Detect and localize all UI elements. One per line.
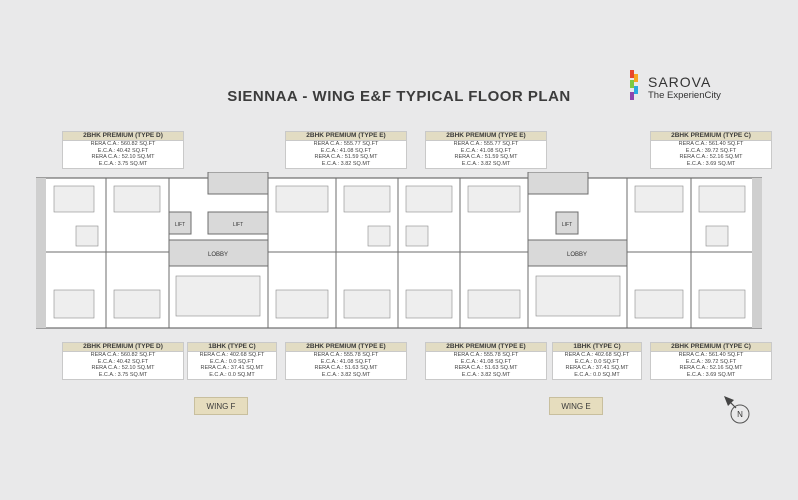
unit-card-line: RERA C.A.: 555.78 SQ.FT [313,352,379,358]
unit-card-line: E.C.A.: 41.08 SQ.FT [320,147,372,154]
unit-card-line: RERA C.A.: 51.59 SQ.MT [314,154,378,161]
lobby-label: LOBBY [208,252,228,258]
lobby-left [168,239,269,267]
unit-card-top-2: 2BHK PREMIUM (TYPE E) RERA C.A.: 555.77 … [285,131,407,169]
unit-card-line: E.C.A.: 3.69 SQ.MT [686,371,736,378]
unit-card-line: E.C.A.: 0.0 SQ.FT [209,358,255,365]
unit-card-line: E.C.A.: 3.69 SQ.MT [686,160,736,167]
lift-label: LIFT [175,222,185,228]
logo-name: SAROVA [648,74,712,90]
room-blocks [53,185,746,319]
brand-logo: SAROVA The ExperienCity [628,70,738,110]
unit-card-header: 2BHK PREMIUM (TYPE E) [426,343,546,352]
unit-card-header: 2BHK PREMIUM (TYPE D) [63,343,183,352]
unit-card-line: E.C.A.: 3.82 SQ.MT [321,160,371,167]
unit-card-line: E.C.A.: 41.08 SQ.FT [320,358,372,365]
unit-card-line: E.C.A.: 3.82 SQ.MT [461,160,511,167]
unit-card-header: 2BHK PREMIUM (TYPE D) [63,132,183,141]
unit-card-bottom-2: 1BHK (TYPE C) RERA C.A.: 402.68 SQ.FT E.… [187,342,277,380]
unit-card-bottom-3: 2BHK PREMIUM (TYPE E) RERA C.A.: 555.78 … [285,342,407,380]
unit-card-line: RERA C.A.: 560.82 SQ.FT [90,352,156,358]
wing-label-right: WING E [549,397,603,415]
unit-card-line: E.C.A.: 40.42 SQ.FT [97,358,149,365]
staircase-right [527,172,589,195]
unit-walls [46,178,752,328]
lift-label: LIFT [233,222,243,228]
unit-card-line: E.C.A.: 0.0 SQ.MT [574,371,620,378]
unit-card-line: E.C.A.: 3.75 SQ.MT [98,160,148,167]
unit-card-line: RERA C.A.: 52.16 SQ.MT [679,154,743,161]
unit-card-line: RERA C.A.: 37.41 SQ.MT [565,365,629,372]
unit-card-line: RERA C.A.: 52.10 SQ.MT [91,365,155,372]
floor-plan: LIFT LIFT LOBBY LIFT LOBBY [36,172,762,329]
staircase-left [207,172,269,195]
unit-card-header: 2BHK PREMIUM (TYPE E) [286,132,406,141]
unit-card-line: E.C.A.: 3.75 SQ.MT [98,371,148,378]
unit-card-line: RERA C.A.: 561.40 SQ.FT [678,141,744,147]
unit-card-line: RERA C.A.: 402.68 SQ.FT [199,352,265,358]
unit-card-bottom-5: 1BHK (TYPE C) RERA C.A.: 402.68 SQ.FT E.… [552,342,642,380]
unit-card-line: E.C.A.: 3.82 SQ.MT [461,371,511,378]
unit-card-bottom-1: 2BHK PREMIUM (TYPE D) RERA C.A.: 560.82 … [62,342,184,380]
unit-card-line: RERA C.A.: 52.16 SQ.MT [679,365,743,372]
lift-label: LIFT [562,222,572,228]
unit-card-header: 2BHK PREMIUM (TYPE C) [651,132,771,141]
unit-card-line: E.C.A.: 0.0 SQ.FT [574,358,620,365]
unit-card-top-4: 2BHK PREMIUM (TYPE C) RERA C.A.: 561.40 … [650,131,772,169]
unit-card-bottom-4: 2BHK PREMIUM (TYPE E) RERA C.A.: 555.78 … [425,342,547,380]
unit-card-header: 2BHK PREMIUM (TYPE E) [426,132,546,141]
unit-card-line: E.C.A.: 39.72 SQ.FT [685,147,737,154]
unit-card-line: RERA C.A.: 402.68 SQ.FT [564,352,630,358]
page-title: SIENNAA - WING E&F TYPICAL FLOOR PLAN [227,88,571,105]
unit-card-line: E.C.A.: 40.42 SQ.FT [97,147,149,154]
wing-label-left: WING F [194,397,248,415]
unit-card-line: RERA C.A.: 51.63 SQ.MT [314,365,378,372]
unit-card-header: 1BHK (TYPE C) [553,343,641,352]
compass-label: N [737,410,743,419]
logo-tagline: The ExperienCity [648,90,721,101]
unit-card-line: RERA C.A.: 555.78 SQ.FT [453,352,519,358]
unit-card-line: RERA C.A.: 51.59 SQ.MT [454,154,518,161]
unit-card-line: RERA C.A.: 51.63 SQ.MT [454,365,518,372]
unit-card-bottom-6: 2BHK PREMIUM (TYPE C) RERA C.A.: 561.40 … [650,342,772,380]
unit-card-top-3: 2BHK PREMIUM (TYPE E) RERA C.A.: 555.77 … [425,131,547,169]
unit-card-line: RERA C.A.: 37.41 SQ.MT [200,365,264,372]
balcony-left [36,178,46,328]
unit-card-line: E.C.A.: 3.82 SQ.MT [321,371,371,378]
unit-card-line: E.C.A.: 41.08 SQ.FT [460,147,512,154]
unit-card-line: RERA C.A.: 555.77 SQ.FT [313,141,379,147]
logo-mark-icon [630,70,638,100]
unit-card-line: E.C.A.: 0.0 SQ.MT [209,371,255,378]
unit-card-line: E.C.A.: 41.08 SQ.FT [460,358,512,365]
unit-card-line: RERA C.A.: 555.77 SQ.FT [453,141,519,147]
unit-card-line: RERA C.A.: 561.40 SQ.FT [678,352,744,358]
unit-card-header: 2BHK PREMIUM (TYPE E) [286,343,406,352]
lift-right-1 [555,211,579,235]
compass-icon: N [724,396,750,424]
balcony-right [752,178,762,328]
unit-card-line: E.C.A.: 39.72 SQ.FT [685,358,737,365]
unit-card-top-1: 2BHK PREMIUM (TYPE D) RERA C.A.: 560.82 … [62,131,184,169]
unit-card-header: 2BHK PREMIUM (TYPE C) [651,343,771,352]
unit-card-header: 1BHK (TYPE C) [188,343,276,352]
unit-card-line: RERA C.A.: 560.82 SQ.FT [90,141,156,147]
lobby-label: LOBBY [567,252,587,258]
unit-card-line: RERA C.A.: 52.10 SQ.MT [91,154,155,161]
